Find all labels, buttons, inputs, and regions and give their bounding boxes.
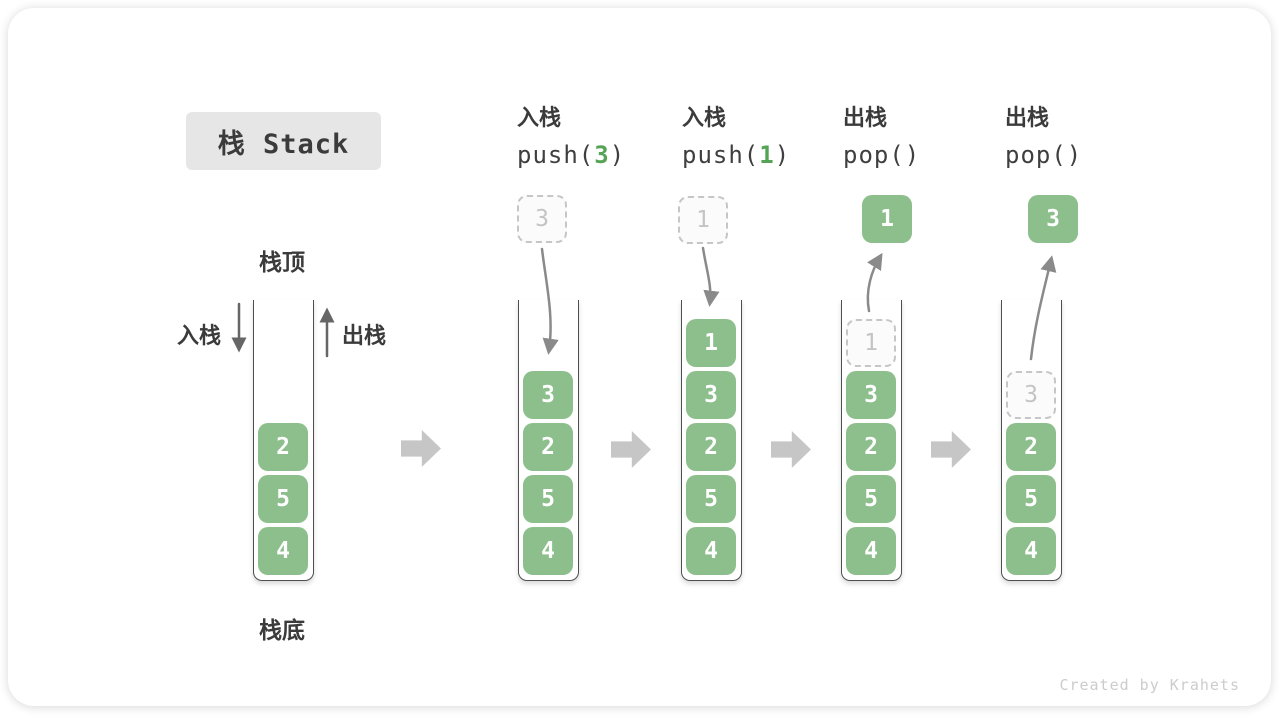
push-side-label: 入栈 (177, 324, 222, 349)
code-pre: pop( (843, 141, 905, 169)
operation-cn-label: 入栈 (517, 106, 562, 131)
stack-cell-2: 2 (686, 423, 736, 471)
stack-cell-ghost-3: 3 (1006, 371, 1056, 419)
operation-code: pop() (843, 140, 920, 170)
diagram-title: 栈 Stack (186, 112, 381, 170)
diagram-title-text: 栈 Stack (217, 128, 350, 160)
stack-cell-4: 4 (258, 527, 308, 575)
operation-code: push(3) (517, 140, 625, 170)
stack-cell-5: 5 (523, 475, 573, 523)
operation-cn-label: 入栈 (682, 106, 727, 131)
operation-code: pop() (1005, 140, 1082, 170)
operation-code: push(1) (682, 140, 790, 170)
stack-cell-2: 2 (1006, 423, 1056, 471)
floating-cell-1: 1 (862, 195, 912, 243)
operation-cn-label: 出栈 (1005, 106, 1050, 131)
stack-cell-2: 2 (846, 423, 896, 471)
stack-cell-3: 3 (846, 371, 896, 419)
stack-cell-5: 5 (258, 475, 308, 523)
operation-pop-1: 出栈 pop() (843, 105, 920, 170)
stack-cell-5: 5 (686, 475, 736, 523)
stack-cell-ghost-1: 1 (846, 319, 896, 367)
stack-cell-4: 4 (686, 527, 736, 575)
stack-cell-4: 4 (1006, 527, 1056, 575)
stack-cell-2: 2 (258, 423, 308, 471)
stack-cell-3: 3 (686, 371, 736, 419)
watermark: Created by Krahets (1059, 676, 1240, 694)
code-pre: push( (682, 141, 760, 169)
code-pre: pop( (1005, 141, 1067, 169)
floating-cell-1: 1 (678, 196, 728, 244)
code-arg: 1 (759, 141, 775, 169)
stack-cell-5: 5 (1006, 475, 1056, 523)
code-post: ) (904, 141, 921, 169)
stack-cell-1: 1 (686, 319, 736, 367)
pop-side-label: 出栈 (342, 324, 387, 349)
stack-cell-4: 4 (846, 527, 896, 575)
floating-cell-3: 3 (517, 195, 567, 243)
stack-cell-4: 4 (523, 527, 573, 575)
stack-cell-3: 3 (523, 371, 573, 419)
operation-pop-2: 出栈 pop() (1005, 105, 1082, 170)
operation-push-1: 入栈 push(1) (682, 105, 790, 170)
code-post: ) (774, 141, 791, 169)
stack-cell-2: 2 (523, 423, 573, 471)
stack-top-label: 栈顶 (259, 250, 305, 276)
operation-cn-label: 出栈 (843, 106, 888, 131)
floating-cell-3: 3 (1028, 195, 1078, 243)
stack-cell-5: 5 (846, 475, 896, 523)
code-arg: 3 (594, 141, 610, 169)
code-pre: push( (517, 141, 595, 169)
stack-bottom-label: 栈底 (259, 618, 305, 644)
operation-push-3: 入栈 push(3) (517, 105, 625, 170)
code-post: ) (609, 141, 626, 169)
code-post: ) (1066, 141, 1083, 169)
